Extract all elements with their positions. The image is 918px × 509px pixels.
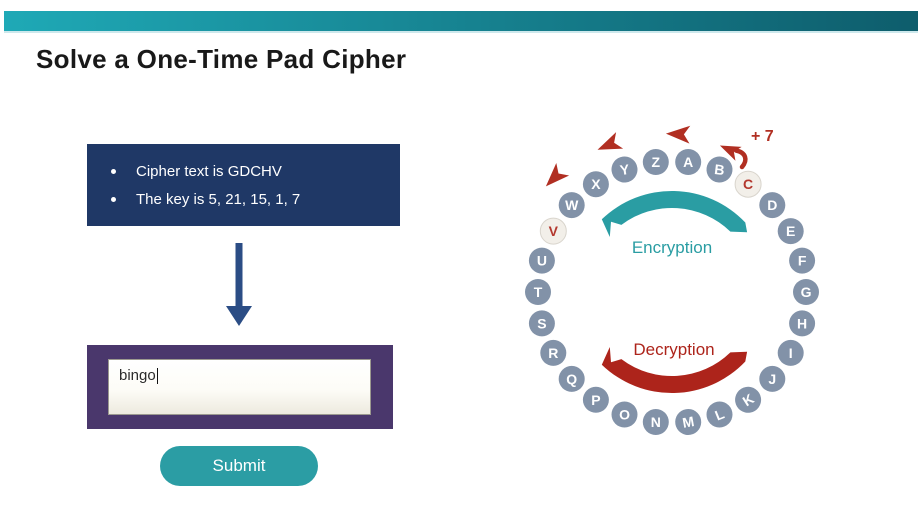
svg-text:U: U bbox=[537, 253, 547, 269]
wheel-letter-f: F bbox=[789, 247, 816, 274]
answer-value: bingo bbox=[119, 367, 156, 384]
svg-text:N: N bbox=[651, 414, 661, 430]
shift-amount-label: + 7 bbox=[751, 128, 774, 145]
encryption-label: Encryption bbox=[632, 238, 712, 257]
wheel-letter-a: A bbox=[675, 149, 702, 175]
svg-text:D: D bbox=[767, 197, 777, 213]
rotation-arrowhead-icon bbox=[545, 162, 570, 187]
svg-text:X: X bbox=[591, 176, 601, 192]
svg-text:K: K bbox=[740, 390, 757, 409]
svg-text:J: J bbox=[768, 371, 776, 387]
svg-text:I: I bbox=[789, 345, 793, 361]
bullet-icon bbox=[111, 168, 116, 174]
wheel-letter-c: C bbox=[734, 170, 762, 198]
wheel-letter-q: Q bbox=[558, 365, 585, 392]
svg-text:A: A bbox=[683, 154, 693, 170]
wheel-letter-n: N bbox=[642, 409, 669, 435]
wheel-letter-b: B bbox=[706, 156, 733, 183]
cipher-info-panel: Cipher text is GDCHV The key is 5, 21, 1… bbox=[87, 144, 400, 226]
shift-arrow-icon bbox=[719, 145, 748, 170]
wheel-letter-e: E bbox=[777, 218, 804, 245]
svg-text:Z: Z bbox=[652, 154, 661, 170]
answer-input[interactable]: bingo bbox=[108, 359, 371, 415]
wheel-letter-h: H bbox=[789, 310, 816, 337]
list-item: Cipher text is GDCHV bbox=[87, 164, 400, 179]
svg-text:W: W bbox=[565, 197, 579, 213]
page-title: Solve a One-Time Pad Cipher bbox=[36, 44, 407, 74]
wheel-letter-i: I bbox=[777, 339, 804, 366]
wheel-letter-d: D bbox=[759, 192, 786, 219]
svg-text:V: V bbox=[549, 223, 559, 239]
rotation-arrowhead-icon bbox=[665, 125, 691, 144]
answer-box-frame: bingo bbox=[87, 345, 393, 429]
cipher-text-line: Cipher text is GDCHV bbox=[136, 162, 282, 180]
wheel-letter-w: W bbox=[558, 192, 585, 219]
wheel-letter-z: Z bbox=[642, 149, 669, 175]
wheel-letter-u: U bbox=[528, 247, 555, 274]
svg-text:O: O bbox=[619, 407, 630, 423]
wheel-letter-o: O bbox=[611, 401, 638, 428]
wheel-letter-r: R bbox=[540, 339, 567, 366]
svg-text:Y: Y bbox=[619, 161, 631, 178]
wheel-letter-l: L bbox=[706, 401, 733, 428]
submit-button[interactable]: Submit bbox=[160, 446, 318, 486]
svg-text:B: B bbox=[714, 161, 726, 178]
wheel-letter-m: M bbox=[675, 409, 702, 435]
encryption-arrow bbox=[601, 190, 748, 237]
rotation-arrowhead-icon bbox=[597, 132, 624, 150]
svg-text:C: C bbox=[743, 176, 753, 192]
svg-text:T: T bbox=[534, 284, 543, 300]
key-line: The key is 5, 21, 15, 1, 7 bbox=[136, 190, 301, 208]
svg-text:F: F bbox=[798, 253, 807, 269]
wheel-letter-s: S bbox=[528, 310, 555, 337]
wheel-letter-j: J bbox=[759, 365, 786, 392]
bullet-icon bbox=[111, 196, 116, 202]
wheel-letter-k: K bbox=[735, 386, 762, 413]
wheel-letter-x: X bbox=[582, 171, 609, 198]
decryption-label: Decryption bbox=[633, 340, 714, 359]
wheel-letter-y: Y bbox=[611, 156, 638, 183]
wheel-letter-v: V bbox=[539, 217, 567, 245]
svg-text:E: E bbox=[786, 223, 795, 239]
wheel-letter-t: T bbox=[525, 279, 551, 305]
svg-text:G: G bbox=[801, 284, 812, 300]
counterclockwise-arrowheads bbox=[545, 125, 691, 187]
svg-text:P: P bbox=[591, 392, 600, 408]
list-item: The key is 5, 21, 15, 1, 7 bbox=[87, 192, 400, 207]
down-arrow-icon bbox=[226, 243, 252, 326]
svg-text:L: L bbox=[713, 405, 727, 423]
header-accent-bar bbox=[4, 11, 918, 33]
text-caret-icon bbox=[156, 368, 158, 384]
wheel-letter-g: G bbox=[793, 279, 819, 305]
svg-text:M: M bbox=[681, 413, 695, 431]
svg-text:Q: Q bbox=[566, 371, 577, 387]
wheel-letter-p: P bbox=[582, 386, 609, 413]
decryption-arrow bbox=[601, 347, 748, 394]
svg-text:H: H bbox=[797, 315, 807, 331]
svg-text:R: R bbox=[548, 345, 558, 361]
svg-text:S: S bbox=[537, 315, 546, 331]
